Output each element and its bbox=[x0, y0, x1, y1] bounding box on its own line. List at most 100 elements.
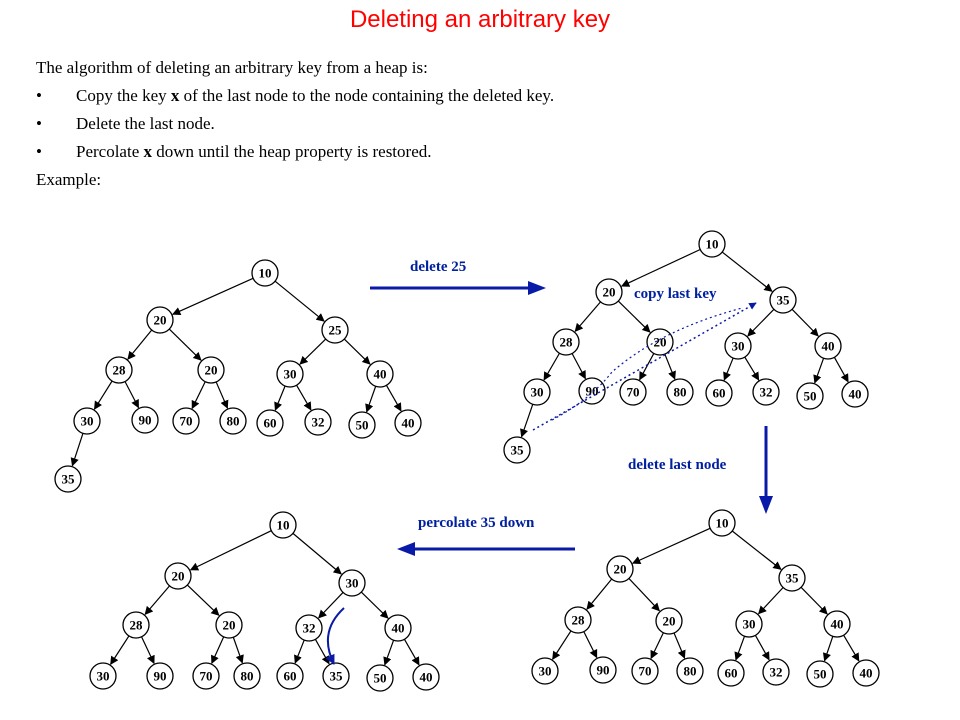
arrowhead-icon bbox=[397, 542, 415, 556]
tree-node-key: 20 bbox=[205, 363, 218, 378]
tree-node-key: 28 bbox=[572, 613, 586, 628]
tree-node-key: 20 bbox=[614, 562, 627, 577]
tree-edge bbox=[552, 630, 572, 660]
tree-node-key: 40 bbox=[831, 617, 844, 632]
tree-node bbox=[348, 411, 376, 439]
tree-edge bbox=[365, 386, 377, 413]
tree-node bbox=[578, 377, 606, 405]
tree-node-key: 80 bbox=[227, 414, 240, 429]
tree-node-key: 40 bbox=[849, 387, 862, 402]
tree-edge bbox=[186, 584, 220, 616]
tree-node-key: 90 bbox=[154, 669, 167, 684]
step-label-delete: delete 25 bbox=[410, 259, 466, 275]
tree-edge bbox=[318, 591, 344, 619]
tree-node bbox=[769, 286, 797, 314]
tree-node-key: 60 bbox=[284, 669, 297, 684]
tree-edge bbox=[127, 329, 153, 360]
tree-edge bbox=[124, 381, 140, 409]
tree-edge bbox=[734, 635, 746, 661]
tree-edge bbox=[294, 639, 305, 664]
tree-node bbox=[215, 611, 243, 639]
tree-node bbox=[796, 382, 824, 410]
tree-node-key: 35 bbox=[511, 443, 525, 458]
copy-key-dotted-arrow bbox=[532, 302, 757, 431]
step-label-percolate: percolate 35 down bbox=[418, 515, 535, 531]
tree-node-key: 40 bbox=[420, 670, 433, 685]
tree-node bbox=[841, 380, 869, 408]
tree-edge bbox=[168, 328, 202, 361]
tree-node bbox=[589, 656, 617, 684]
tree-node bbox=[762, 658, 790, 686]
tree-node bbox=[219, 407, 247, 435]
tree-node-key: 30 bbox=[81, 414, 94, 429]
tree-edge bbox=[299, 338, 327, 365]
arrowhead-icon bbox=[528, 281, 546, 295]
tree-node bbox=[676, 657, 704, 685]
tree-node bbox=[322, 662, 350, 690]
tree-node bbox=[197, 356, 225, 384]
tree-edge bbox=[757, 587, 784, 615]
tree-node-key: 30 bbox=[284, 367, 297, 382]
tree-node-key: 32 bbox=[312, 415, 325, 430]
tree-node-key: 30 bbox=[531, 385, 544, 400]
tree-edge bbox=[723, 357, 734, 381]
slide-title: Deleting an arbitrary key bbox=[349, 6, 611, 33]
step-label-delete-last: delete last node bbox=[628, 457, 727, 473]
tree-edge bbox=[620, 248, 701, 287]
algorithm-step: • Delete the last node. bbox=[36, 114, 215, 133]
tree-node-key: 20 bbox=[223, 618, 236, 633]
algorithm-steps-list: • Copy the key x of the last node to the… bbox=[36, 86, 554, 170]
tree-node bbox=[89, 662, 117, 690]
algorithm-step: • Percolate x down until the heap proper… bbox=[36, 142, 432, 161]
tree-node bbox=[73, 407, 101, 435]
tree-node-key: 10 bbox=[277, 518, 290, 533]
tree-node-key: 70 bbox=[200, 669, 213, 684]
tree-node bbox=[531, 657, 559, 685]
tree-node-key: 70 bbox=[639, 664, 652, 679]
tree-edge bbox=[144, 585, 170, 616]
tree-edge bbox=[296, 384, 312, 411]
tree-edge bbox=[543, 352, 560, 381]
tree-node-key: 60 bbox=[725, 666, 738, 681]
tree-node bbox=[276, 360, 304, 388]
tree-node bbox=[552, 328, 580, 356]
tree-node bbox=[666, 378, 694, 406]
example-label: Example: bbox=[36, 170, 102, 189]
tree-node-key: 28 bbox=[560, 335, 574, 350]
tree-node bbox=[717, 659, 745, 687]
tree-edge bbox=[189, 530, 272, 571]
tree-edge bbox=[232, 637, 244, 664]
tree-edge bbox=[110, 635, 130, 665]
tree-edge bbox=[617, 300, 651, 333]
tree-node bbox=[412, 663, 440, 691]
tree-node-key: 50 bbox=[804, 389, 817, 404]
tree-node bbox=[54, 465, 82, 493]
tree-edge bbox=[650, 632, 664, 660]
tree-node bbox=[698, 230, 726, 258]
tree-node-key: 32 bbox=[770, 665, 783, 680]
tree-node-key: 30 bbox=[97, 669, 110, 684]
tree-node-key: 90 bbox=[586, 384, 599, 399]
tree-edge bbox=[191, 381, 206, 410]
tree-node bbox=[631, 657, 659, 685]
tree-edge bbox=[631, 527, 711, 564]
tree-edge bbox=[744, 356, 760, 381]
tree-edge bbox=[721, 251, 773, 292]
tree-node bbox=[806, 660, 834, 688]
tree-edge bbox=[664, 353, 676, 380]
tree-node-key: 30 bbox=[732, 339, 745, 354]
percolate-swap-arrow bbox=[325, 607, 345, 665]
tree-node bbox=[146, 306, 174, 334]
tree-edge bbox=[571, 353, 586, 380]
tree-node-key: 32 bbox=[303, 621, 316, 636]
tree-node bbox=[295, 614, 323, 642]
tree-node-key: 30 bbox=[539, 664, 552, 679]
tree-node-key: 50 bbox=[814, 667, 827, 682]
tree-node-key: 32 bbox=[760, 385, 773, 400]
tree-edge bbox=[754, 635, 770, 661]
tree-edge bbox=[822, 636, 834, 662]
tree-node bbox=[394, 409, 422, 437]
